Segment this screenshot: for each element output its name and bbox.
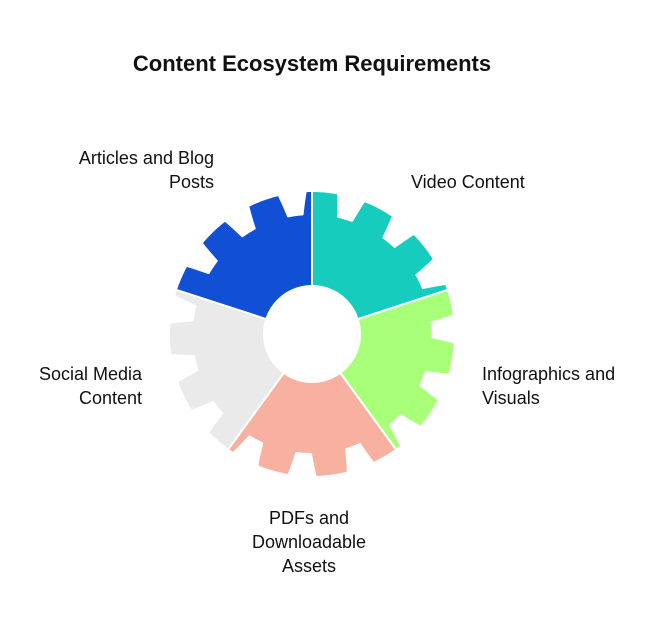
label-social: Social Media Content	[39, 362, 142, 410]
diagram-title: Content Ecosystem Requirements	[132, 51, 492, 76]
label-infographics: Infographics and Visuals	[482, 362, 615, 410]
label-pdfs: PDFs and Downloadable Assets	[234, 506, 384, 578]
label-pdfs-line-1: PDFs and	[268, 508, 350, 528]
label-social-line-2: Content	[78, 388, 142, 408]
label-infographics-line-1: Infographics and	[482, 364, 616, 384]
label-pdfs-line-3: Assets	[281, 556, 337, 576]
label-social-line-1: Social Media	[38, 364, 142, 384]
label-articles-line-2: Posts	[168, 172, 214, 192]
label-articles-line-1: Articles and Blog	[78, 148, 214, 168]
label-video-line-1: Video Content	[411, 172, 525, 192]
label-video: Video Content	[411, 170, 525, 194]
label-articles: Articles and Blog Posts	[79, 146, 214, 194]
label-pdfs-line-2: Downloadable	[251, 532, 367, 552]
gear-center-hole	[264, 286, 360, 382]
label-infographics-line-2: Visuals	[482, 388, 540, 408]
